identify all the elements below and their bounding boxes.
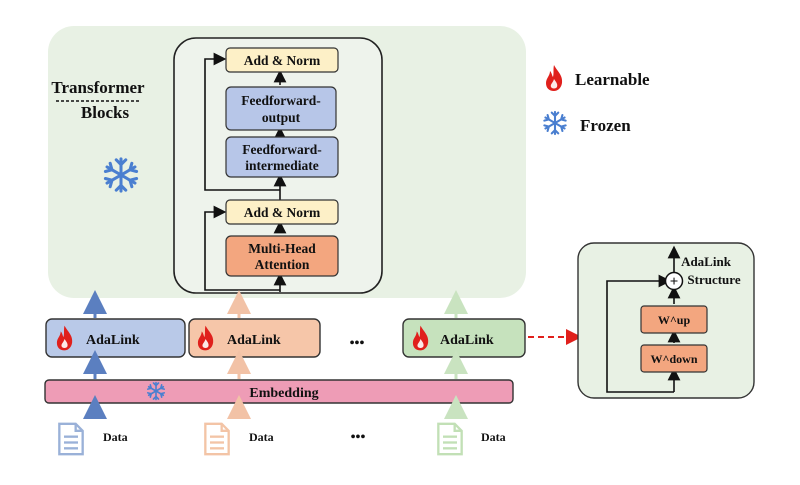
add-norm-bottom-box: Add & Norm — [225, 199, 339, 225]
svg-text:Data: Data — [481, 430, 506, 444]
residual-connection-top — [204, 52, 280, 191]
embedding-bar: Embedding — [44, 379, 514, 404]
document-icon — [204, 422, 230, 456]
document-icon — [58, 422, 84, 456]
svg-text:Embedding: Embedding — [249, 386, 318, 401]
svg-text:Feedforward-: Feedforward- — [242, 142, 321, 157]
feedforward-output-box: Feedforward- output — [225, 86, 337, 131]
svg-text:AdaLink: AdaLink — [227, 333, 281, 348]
data-item-2: Data — [204, 422, 274, 456]
ellipsis-adalinks: ••• — [350, 336, 365, 351]
svg-text:AdaLink: AdaLink — [86, 333, 140, 348]
snowflake-icon — [543, 110, 567, 136]
svg-text:Data: Data — [249, 430, 274, 444]
multi-head-attention-box: Multi-Head Attention — [225, 235, 339, 277]
svg-text:W^up: W^up — [658, 313, 691, 327]
adalink-box-2: AdaLink — [188, 318, 321, 358]
svg-text:output: output — [262, 110, 301, 125]
feedforward-intermediate-box: Feedforward- intermediate — [225, 136, 339, 178]
svg-text:Frozen: Frozen — [580, 116, 631, 135]
svg-text:Multi-Head: Multi-Head — [248, 241, 316, 256]
sum-node — [664, 271, 684, 291]
svg-text:Add & Norm: Add & Norm — [244, 53, 321, 68]
adalink-box-1: AdaLink — [45, 318, 186, 358]
svg-text:Attention: Attention — [255, 257, 310, 272]
svg-text:Transformer: Transformer — [51, 78, 145, 97]
adalink-box-3: AdaLink — [402, 318, 526, 358]
svg-text:W^down: W^down — [651, 352, 698, 366]
svg-text:intermediate: intermediate — [245, 158, 318, 173]
svg-text:Data: Data — [103, 430, 128, 444]
document-icon — [437, 422, 463, 456]
svg-text:Structure: Structure — [687, 272, 740, 287]
w-down-box: W^down — [640, 344, 708, 373]
data-item-3: Data — [437, 422, 506, 456]
w-up-box: W^up — [640, 305, 708, 334]
ellipsis-data: ••• — [351, 430, 366, 445]
svg-text:AdaLink: AdaLink — [681, 254, 732, 269]
svg-text:Learnable: Learnable — [575, 70, 650, 89]
svg-text:AdaLink: AdaLink — [440, 333, 494, 348]
transformer-blocks-title: Transformer Blocks — [51, 78, 145, 122]
svg-text:Blocks: Blocks — [81, 103, 130, 122]
legend: Learnable Frozen — [543, 65, 650, 136]
svg-text:+: + — [670, 274, 679, 290]
add-norm-top-box: Add & Norm — [225, 47, 339, 73]
flame-icon — [546, 65, 563, 91]
adalink-structure-panel: AdaLink Structure + W^up W^down — [577, 242, 755, 399]
data-item-1: Data — [58, 422, 128, 456]
svg-text:Add & Norm: Add & Norm — [244, 205, 321, 220]
structure-skip-connection — [606, 274, 674, 393]
svg-text:Feedforward-: Feedforward- — [241, 93, 320, 108]
